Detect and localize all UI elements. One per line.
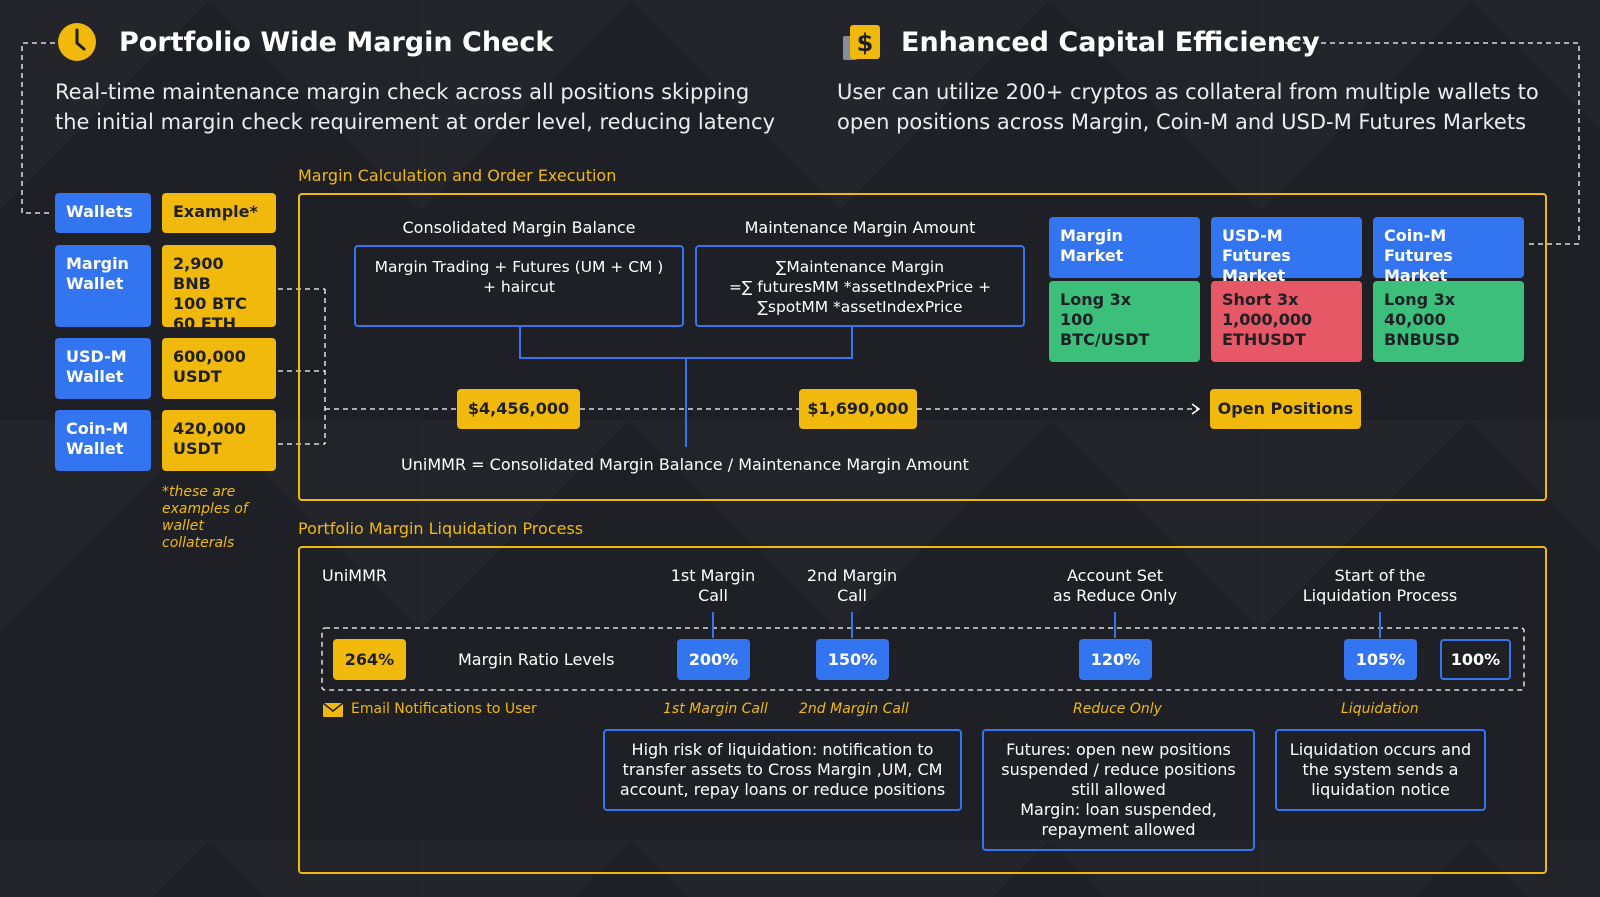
stage-title-1st-margin-call: 1st Margin Call — [670, 566, 756, 605]
usdm-wallet-example: 600,000 USDT — [162, 338, 276, 399]
level-200-badge: 200% — [677, 639, 750, 680]
unimmr-formula: UniMMR = Consolidated Margin Balance / M… — [401, 455, 969, 474]
margin-market-position: Long 3x 100 BTC/USDT — [1049, 281, 1200, 362]
balance-formula: Margin Trading + Futures (UM + CM ) + ha… — [354, 245, 684, 327]
mm-value-badge: $1,690,000 — [799, 389, 917, 429]
clock-icon — [57, 22, 97, 62]
stage-title-reduce-only: Account Set as Reduce Only — [1052, 566, 1178, 605]
level-120-badge: 120% — [1079, 639, 1152, 680]
coinm-market-header: Coin-M Futures Market — [1373, 217, 1524, 285]
email-1st-margin-call: 1st Margin Call — [663, 701, 768, 717]
balance-label: Consolidated Margin Balance — [402, 218, 636, 237]
margin-ratio-levels-label: Margin Ratio Levels — [458, 650, 615, 669]
usdm-market-position: Short 3x 1,000,000 ETHUSDT — [1211, 281, 1362, 362]
portfolio-margin-description: Real-time maintenance margin check acros… — [55, 80, 776, 134]
mm-formula: ∑Maintenance Margin =∑ futuresMM *assetI… — [695, 245, 1025, 327]
wallets-header: Wallets — [55, 193, 151, 233]
portfolio-margin-title: Portfolio Wide Margin Check — [119, 27, 554, 58]
capital-efficiency-description: User can utilize 200+ cryptos as collate… — [837, 80, 1539, 134]
mm-label: Maintenance Margin Amount — [744, 218, 976, 237]
liquidation-description: Liquidation occurs and the system sends … — [1275, 729, 1486, 811]
email-2nd-margin-call: 2nd Margin Call — [799, 701, 909, 717]
stage-title-liquidation: Start of the Liquidation Process — [1302, 566, 1458, 605]
margin-calc-section-title: Margin Calculation and Order Execution — [298, 166, 617, 185]
stage-title-2nd-margin-call: 2nd Margin Call — [806, 566, 898, 605]
unimmr-label: UniMMR — [322, 566, 388, 585]
level-150-badge: 150% — [816, 639, 889, 680]
capital-efficiency-title: Enhanced Capital Efficiency — [901, 27, 1320, 58]
margin-calc-panel — [298, 193, 1547, 501]
coinm-market-position: Long 3x 40,000 BNBUSD — [1373, 281, 1524, 362]
dollar-icon: $ — [842, 22, 882, 62]
open-positions-badge: Open Positions — [1210, 389, 1361, 429]
coinm-wallet-example: 420,000 USDT — [162, 410, 276, 471]
coinm-wallet: Coin-M Wallet — [55, 410, 151, 471]
level-105-badge: 105% — [1344, 639, 1417, 680]
margin-market-header: Margin Market — [1049, 217, 1200, 278]
margin-call-description: High risk of liquidation: notification t… — [603, 729, 962, 811]
liquidation-panel — [298, 546, 1547, 874]
liquidation-section-title: Portfolio Margin Liquidation Process — [298, 519, 584, 538]
wallet-example-note: *these are examples of wallet collateral… — [162, 484, 248, 551]
balance-value-badge: $4,456,000 — [457, 389, 580, 429]
current-unimmr-badge: 264% — [333, 639, 406, 680]
email-liquidation: Liquidation — [1341, 701, 1419, 717]
usdm-wallet: USD-M Wallet — [55, 338, 151, 399]
email-notifications-label: Email Notifications to User — [351, 701, 537, 717]
level-100-badge: 100% — [1440, 639, 1511, 680]
usdm-market-header: USD-M Futures Market — [1211, 217, 1362, 285]
svg-text:$: $ — [857, 29, 874, 57]
email-icon — [322, 702, 344, 717]
example-header: Example* — [162, 193, 276, 233]
margin-wallet: Margin Wallet — [55, 245, 151, 327]
margin-wallet-example: 2,900 BNB 100 BTC 60 ETH — [162, 245, 276, 333]
reduce-only-description: Futures: open new positions suspended / … — [982, 729, 1255, 851]
email-reduce-only: Reduce Only — [1073, 701, 1162, 717]
